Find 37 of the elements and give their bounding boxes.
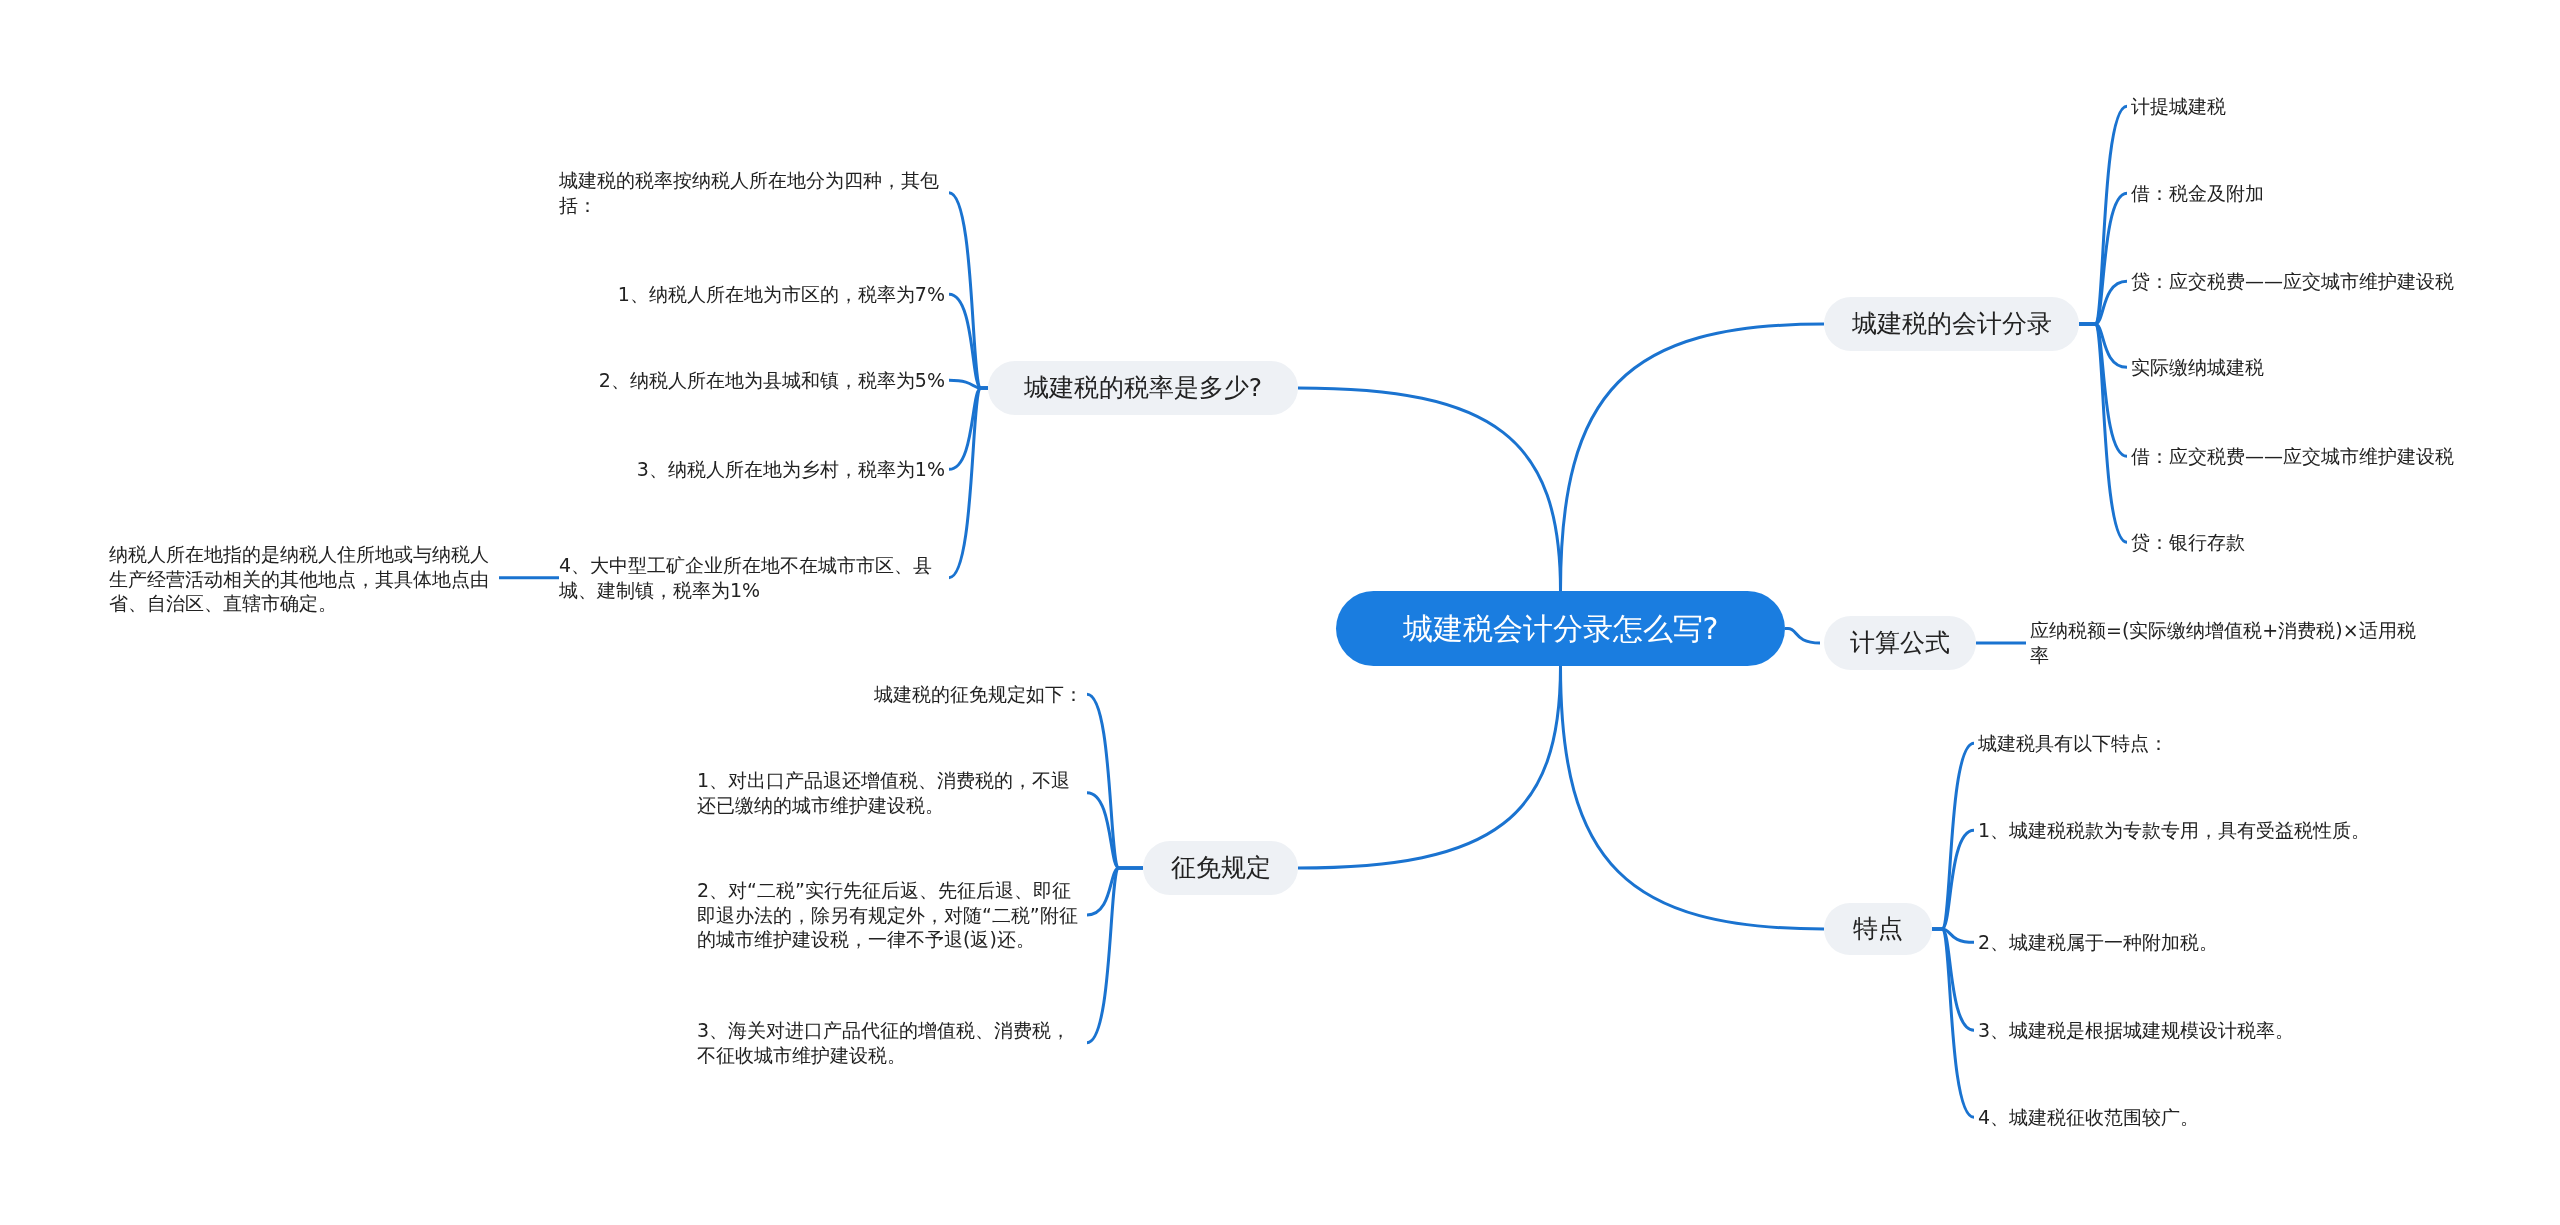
topic-text: 3、纳税人所在地为乡村，税率为1% xyxy=(636,457,945,482)
topic-text: 3、海关对进口产品代征的增值税、消费税，不征收城市维护建设税。 xyxy=(697,1018,1083,1068)
central-topic: 城建税会计分录怎么写? xyxy=(1336,591,1785,666)
topic-text: 贷：银行存款 xyxy=(2131,530,2245,555)
topic-text: 纳税人所在地指的是纳税人住所地或与纳税人生产经营活动相关的其他地点，其具体地点由省、自治区、直辖市确定。 xyxy=(109,542,495,617)
connector-line xyxy=(499,576,559,580)
topic-text: 2、纳税人所在地为县城和镇，税率为5% xyxy=(598,368,945,393)
topic-pill: 城建税的税率是多少? xyxy=(988,361,1298,415)
topic-text: 城建税的征免规定如下： xyxy=(874,682,1083,707)
connector-line xyxy=(948,386,988,579)
topic-text: 1、对出口产品退还增值税、消费税的，不退还已缴纳的城市维护建设税。 xyxy=(697,768,1083,818)
topic-text: 城建税具有以下特点： xyxy=(1978,731,2168,756)
connector-line xyxy=(1559,665,1825,931)
topic-text: 3、城建税是根据城建规模设计税率。 xyxy=(1978,1018,2295,1043)
connector-line xyxy=(1785,627,1821,645)
connector-line xyxy=(1559,322,1825,592)
topic-text: 实际缴纳城建税 xyxy=(2131,355,2264,380)
topic-pill: 特点 xyxy=(1824,903,1932,955)
connector-line xyxy=(2079,322,2128,544)
connector-line xyxy=(1086,866,1143,1044)
topic-text: 4、城建税征收范围较广。 xyxy=(1978,1105,2200,1130)
topic-text: 4、大中型工矿企业所在地不在城市市区、县城、建制镇，税率为1% xyxy=(559,553,945,603)
connector-line xyxy=(1976,641,2026,645)
topic-text: 1、纳税人所在地为市区的，税率为7% xyxy=(617,282,945,307)
topic-text: 计提城建税 xyxy=(2131,94,2226,119)
topic-text: 借：税金及附加 xyxy=(2131,181,2264,206)
topic-text: 2、城建税属于一种附加税。 xyxy=(1978,930,2219,955)
topic-text: 1、城建税税款为专款专用，具有受益税性质。 xyxy=(1978,818,2371,843)
topic-text: 城建税的税率按纳税人所在地分为四种，其包括： xyxy=(559,168,945,218)
topic-pill: 计算公式 xyxy=(1824,616,1976,670)
topic-pill: 城建税的会计分录 xyxy=(1824,297,2079,351)
topic-text: 贷：应交税费——应交城市维护建设税 xyxy=(2131,269,2454,294)
topic-text: 2、对“二税”实行先征后返、先征后退、即征即退办法的，除另有规定外，对随“二税”附征的城市维护建设税，一律不予退(返)还。 xyxy=(697,878,1083,953)
topic-text: 借：应交税费——应交城市维护建设税 xyxy=(2131,444,2454,469)
topic-pill: 征免规定 xyxy=(1143,841,1298,895)
connector-line xyxy=(1932,927,1975,1119)
topic-text: 应纳税额=(实际缴纳增值税+消费税)×适用税率 xyxy=(2030,618,2420,668)
